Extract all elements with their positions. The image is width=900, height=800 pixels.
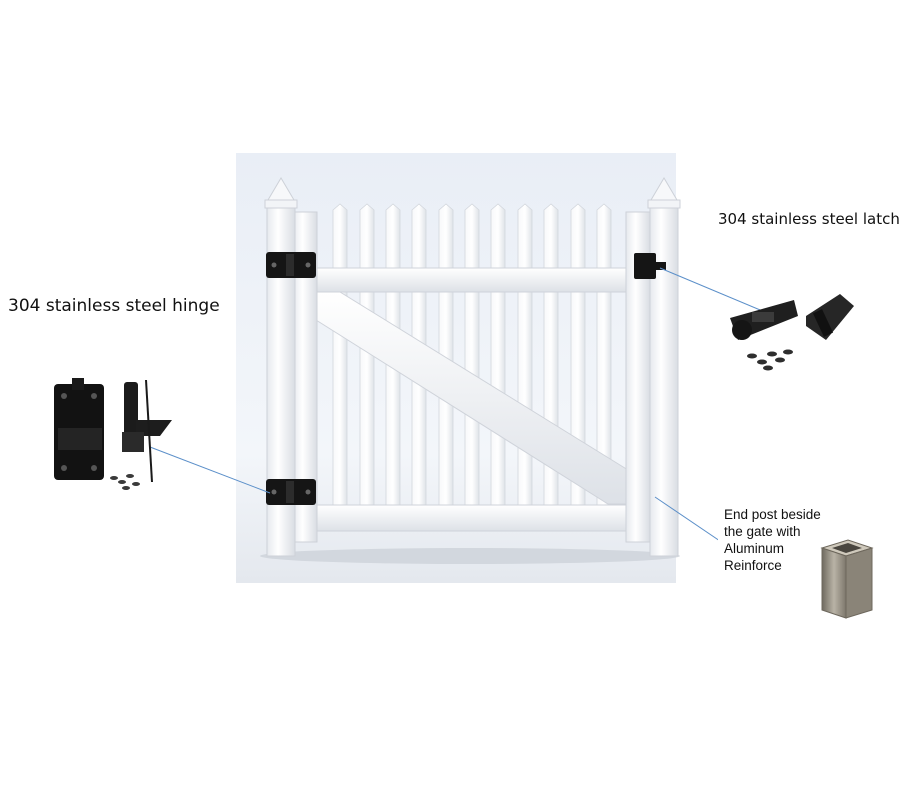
latch-product-image (730, 294, 854, 371)
hinge-label: 304 stainless steel hinge (8, 296, 220, 316)
ground-shadow (260, 548, 680, 564)
gate-top-rail (315, 267, 629, 293)
end-post-label-line-3: Aluminum (724, 541, 785, 556)
bottom-hinge (266, 479, 316, 505)
right-post (647, 177, 681, 557)
end-post-label-line-4: Reinforce (724, 558, 782, 573)
latch-label: 304 stainless steel latch (718, 210, 900, 228)
top-hinge (266, 252, 316, 278)
gate-bottom-rail (315, 504, 629, 532)
end-post-label-line-2: the gate with (724, 524, 801, 539)
end-post-label: End post beside the gate with Aluminum R… (724, 506, 821, 574)
end-post-label-line-1: End post beside (724, 507, 821, 522)
aluminum-reinforcement-image (718, 500, 890, 634)
gate-latch (634, 253, 666, 279)
hinge-product-image (54, 378, 172, 490)
